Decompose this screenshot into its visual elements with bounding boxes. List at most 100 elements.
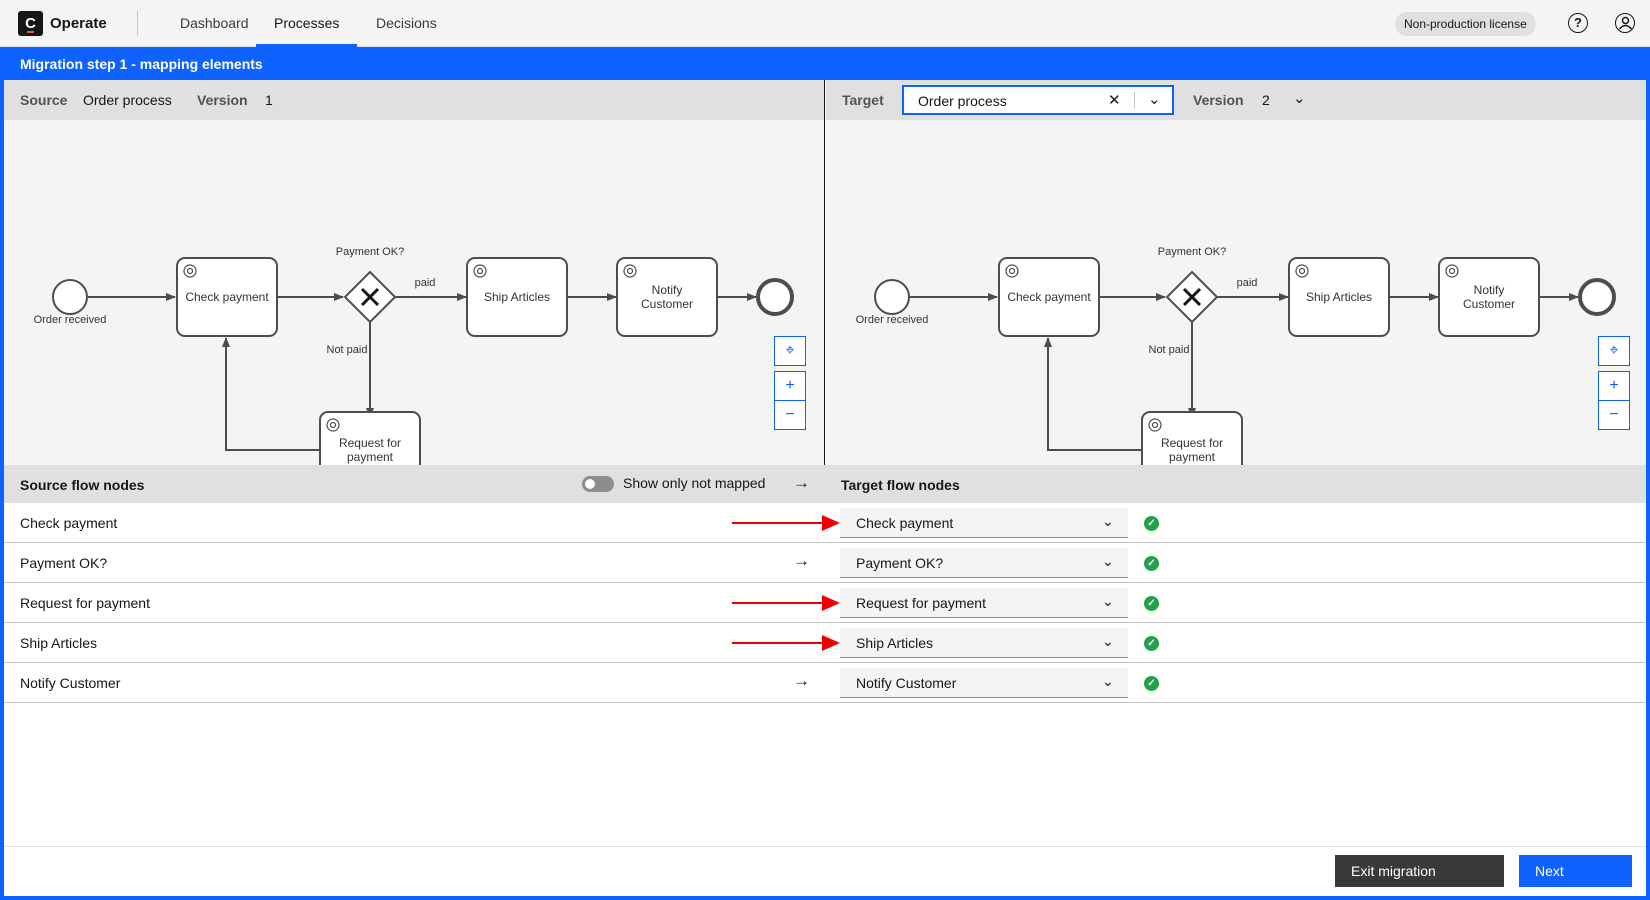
end-event[interactable]: [756, 278, 794, 316]
chevron-down-icon[interactable]: ⌄: [1102, 673, 1114, 689]
label-check-payment: Check payment: [1007, 290, 1091, 304]
task-notify-customer[interactable]: [1438, 257, 1540, 337]
target-version-label: Version: [1193, 92, 1244, 108]
gear-icon: [1005, 264, 1459, 432]
source-diagram-panel: Source Order process Version 1: [4, 80, 825, 465]
exclusive-gateway-icon: [360, 287, 380, 307]
version-chevron-icon[interactable]: ⌄: [1293, 90, 1306, 107]
target-version-value[interactable]: 2: [1262, 92, 1270, 108]
label-payment-ok: Payment OK?: [336, 246, 404, 258]
source-node-label: Ship Articles: [20, 635, 98, 651]
reset-view-button[interactable]: ⌖: [774, 336, 806, 366]
migration-footer: Exit migration Next: [4, 846, 1646, 896]
target-node-value: Check payment: [856, 515, 954, 531]
chevron-down-icon[interactable]: ⌄: [1102, 633, 1114, 649]
checkmark-icon: ✓: [1144, 676, 1159, 691]
migration-frame: Migration step 1 - mapping elements Sour…: [0, 47, 1650, 900]
tab-decisions[interactable]: Decisions: [376, 15, 437, 31]
next-button[interactable]: Next: [1519, 855, 1632, 887]
source-header-bar: Source Order process Version 1: [4, 80, 824, 120]
source-node-label: Payment OK?: [20, 555, 108, 571]
mapping-row: Ship Articles Ship Articles ⌄ ✓: [4, 623, 1646, 663]
arrow-right-icon: →: [793, 473, 810, 492]
end-event[interactable]: [1578, 278, 1616, 316]
label-notify-line2: Customer: [641, 297, 693, 311]
task-ship-articles[interactable]: [466, 257, 568, 337]
combo-divider: [1134, 92, 1135, 109]
exit-migration-button[interactable]: Exit migration: [1335, 855, 1504, 887]
target-node-select[interactable]: Payment OK? ⌄: [840, 548, 1128, 578]
task-check-payment[interactable]: [998, 257, 1100, 337]
tab-processes[interactable]: Processes: [256, 0, 358, 47]
chevron-down-icon[interactable]: ⌄: [1102, 513, 1114, 529]
task-request-payment[interactable]: [319, 411, 421, 465]
source-node-label: Check payment: [20, 515, 118, 531]
source-label: Source: [20, 92, 68, 108]
mapping-table-header: Source flow nodes Show only not mapped →…: [4, 465, 1646, 503]
label-request-line2: payment: [1169, 450, 1216, 464]
label-order-received: Order received: [856, 314, 929, 326]
chevron-down-icon[interactable]: ⌄: [1102, 553, 1114, 569]
label-request-line1: Request for: [1161, 436, 1223, 450]
start-event[interactable]: [52, 279, 88, 315]
license-badge: Non-production license: [1395, 12, 1536, 36]
app-name[interactable]: Operate: [50, 15, 107, 32]
target-label: Target: [842, 92, 884, 108]
target-node-select[interactable]: Check payment ⌄: [840, 508, 1128, 538]
tab-dashboard[interactable]: Dashboard: [180, 15, 249, 31]
task-ship-articles[interactable]: [1288, 257, 1390, 337]
highlight-arrow-icon: [732, 635, 840, 651]
show-not-mapped-toggle[interactable]: [582, 476, 614, 492]
target-flow-nodes-header: Target flow nodes: [841, 477, 960, 493]
label-notify-line2: Customer: [1463, 297, 1515, 311]
user-glyph: [1618, 16, 1632, 30]
exclusive-gateway-icon: [1182, 287, 1202, 307]
zoom-out-button[interactable]: −: [1598, 400, 1630, 430]
target-process-combobox[interactable]: Order process ✕ ⌄: [902, 85, 1174, 115]
checkmark-icon: ✓: [1144, 636, 1159, 651]
zoom-out-button[interactable]: −: [774, 400, 806, 430]
camunda-logo[interactable]: C: [18, 11, 43, 36]
target-bpmn-diagram[interactable]: Order received Check payment Payment OK?…: [826, 120, 1646, 465]
checkmark-icon: ✓: [1144, 596, 1159, 611]
target-header-bar: Target Order process ✕ ⌄ Version 2 ⌄: [826, 80, 1646, 120]
chevron-down-icon[interactable]: ⌄: [1102, 593, 1114, 609]
clear-icon[interactable]: ✕: [1108, 92, 1121, 109]
target-diagram-panel: Target Order process ✕ ⌄ Version 2 ⌄: [826, 80, 1646, 465]
label-notify-line1: Notify: [1474, 283, 1505, 297]
task-notify-customer[interactable]: [616, 257, 718, 337]
source-version-label: Version: [197, 92, 248, 108]
label-notify-line1: Notify: [652, 283, 683, 297]
help-icon[interactable]: ?: [1568, 13, 1588, 33]
label-paid: paid: [415, 277, 436, 289]
label-request-line1: Request for: [339, 436, 401, 450]
gear-icon: [183, 264, 637, 432]
target-node-value: Ship Articles: [856, 635, 934, 651]
task-check-payment[interactable]: [176, 257, 278, 337]
start-event[interactable]: [874, 279, 910, 315]
target-node-select[interactable]: Request for payment ⌄: [840, 588, 1128, 618]
target-node-select[interactable]: Ship Articles ⌄: [840, 628, 1128, 658]
label-not-paid: Not paid: [327, 344, 368, 356]
user-icon[interactable]: [1615, 13, 1635, 33]
show-not-mapped-label: Show only not mapped: [623, 475, 766, 491]
target-node-select[interactable]: Notify Customer ⌄: [840, 668, 1128, 698]
reset-view-button[interactable]: ⌖: [1598, 336, 1630, 366]
migration-title: Migration step 1 - mapping elements: [20, 56, 263, 72]
task-request-payment[interactable]: [1141, 411, 1243, 465]
target-process-value: Order process: [918, 93, 1007, 109]
highlight-arrow-icon: [732, 595, 840, 611]
source-bpmn-diagram[interactable]: Order received Check payment Payment OK?…: [4, 120, 825, 465]
chevron-down-icon[interactable]: ⌄: [1148, 91, 1161, 108]
zoom-in-button[interactable]: +: [774, 371, 806, 401]
source-process-name: Order process: [83, 92, 172, 108]
label-request-line2: payment: [347, 450, 394, 464]
top-header: C Operate Dashboard Processes Decisions …: [0, 0, 1650, 47]
target-node-value: Request for payment: [856, 595, 986, 611]
mapping-row: Payment OK?→Payment OK?⌄✓: [4, 543, 1646, 583]
zoom-in-button[interactable]: +: [1598, 371, 1630, 401]
target-node-value: Notify Customer: [856, 675, 957, 691]
source-node-label: Notify Customer: [20, 675, 121, 691]
target-node-value: Payment OK?: [856, 555, 944, 571]
